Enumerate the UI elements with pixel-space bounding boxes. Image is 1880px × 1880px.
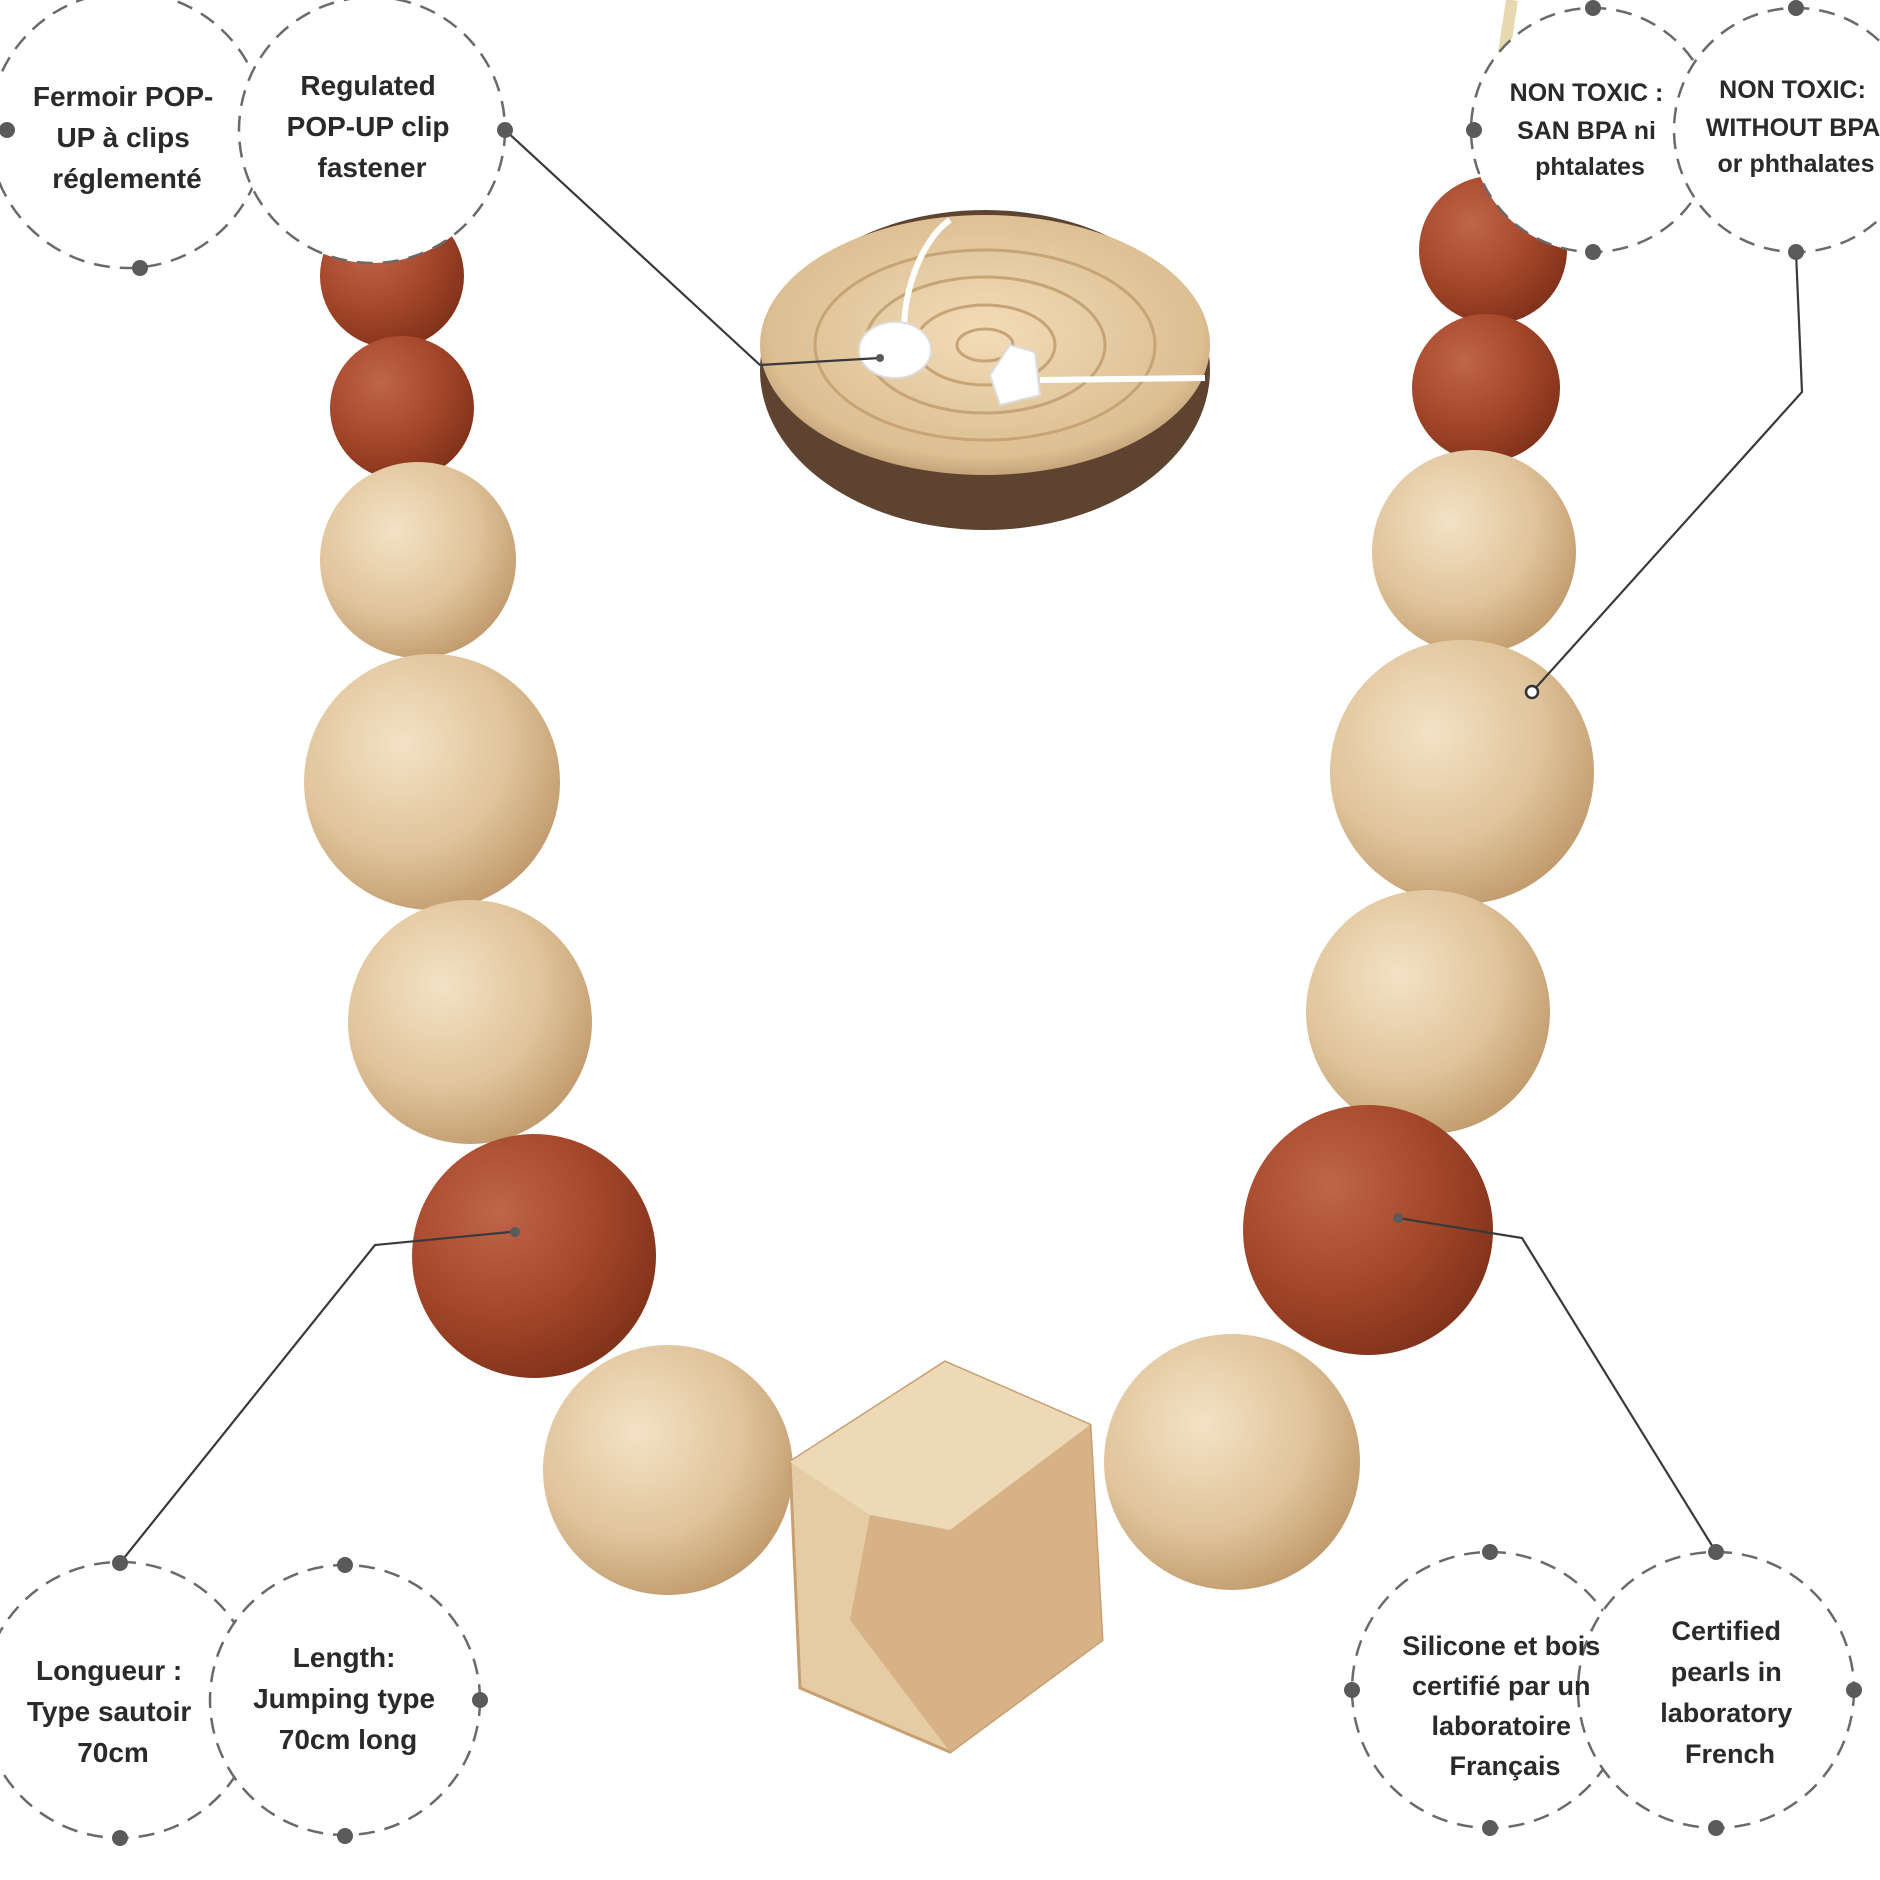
callout-clasp: Fermoir POP- UP à clips réglementé Regul… bbox=[0, 0, 513, 276]
wood-bead bbox=[304, 654, 560, 910]
wood-bead bbox=[320, 462, 516, 658]
clasp-part-right bbox=[988, 343, 1042, 407]
leader-lines bbox=[119, 129, 1804, 1564]
silicone-bead bbox=[1412, 314, 1560, 462]
wood-bead bbox=[543, 1345, 793, 1595]
callout-clasp-en: Regulated POP-UP clip fastener bbox=[287, 70, 458, 183]
callout-certified-en: Certified pearls in laboratory French bbox=[1660, 1616, 1800, 1769]
wood-bead bbox=[1330, 640, 1594, 904]
silicone-bead bbox=[1243, 1105, 1493, 1355]
wood-bead bbox=[1104, 1334, 1360, 1590]
callout-nontoxic-en: NON TOXIC: WITHOUT BPA or phthalates bbox=[1706, 76, 1880, 178]
callout-length-en: Length: Jumping type 70cm long bbox=[253, 1642, 443, 1755]
clasp-part-left bbox=[858, 321, 932, 379]
callout-certified-fr: Silicone et bois certifié par un laborat… bbox=[1402, 1631, 1608, 1781]
clasp-photo bbox=[760, 210, 1210, 530]
wood-bead bbox=[348, 900, 592, 1144]
silicone-bead bbox=[412, 1134, 656, 1378]
silicone-bead bbox=[330, 336, 474, 480]
hexagon-wood-bead bbox=[788, 1360, 1104, 1754]
wood-bead bbox=[1372, 450, 1576, 654]
callout-nontoxic-fr: NON TOXIC : SAN BPA ni phtalates bbox=[1510, 79, 1671, 181]
callout-length: Longueur : Type sautoir 70cm Length: Jum… bbox=[0, 1555, 488, 1846]
bead-group-left bbox=[304, 204, 793, 1595]
callout-length-fr: Longueur : Type sautoir 70cm bbox=[27, 1655, 199, 1768]
wood-bead bbox=[1306, 890, 1550, 1134]
bead-group-right bbox=[1104, 176, 1594, 1590]
necklace-cord bbox=[356, 0, 1518, 206]
callout-nontoxic: NON TOXIC : SAN BPA ni phtalates NON TOX… bbox=[1466, 0, 1880, 260]
callout-certified: Silicone et bois certifié par un laborat… bbox=[1344, 1544, 1862, 1836]
callout-clasp-fr: Fermoir POP- UP à clips réglementé bbox=[33, 81, 221, 194]
